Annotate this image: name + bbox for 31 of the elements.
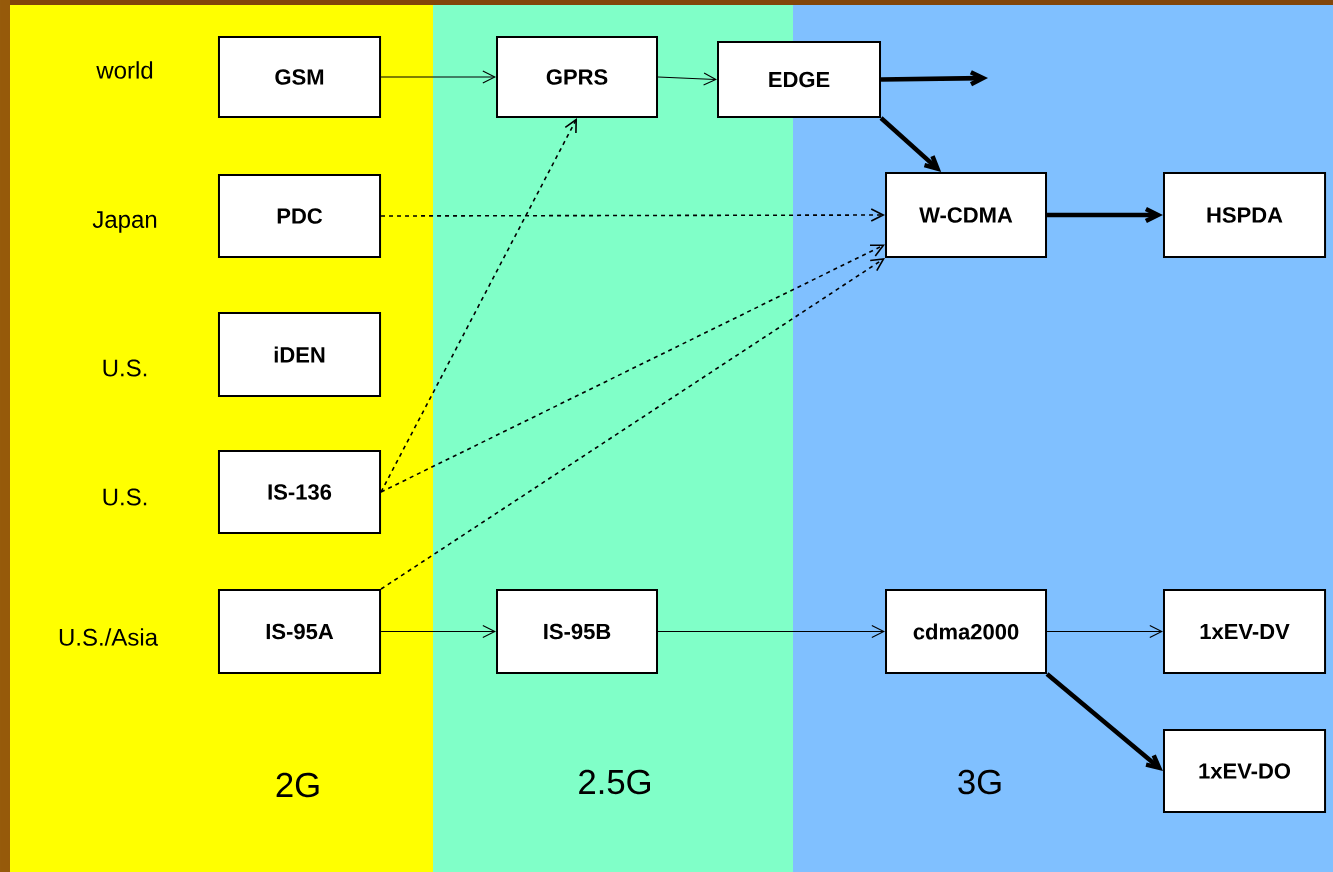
arrow [879,116,942,172]
standard-box: IS-95B [496,589,658,674]
standard-box: 1xEV-DO [1163,729,1327,813]
standard-box: GPRS [496,36,658,118]
arrow [380,244,885,493]
standard-box: EDGE [717,41,881,118]
standard-box: GSM [217,36,382,118]
standard-box: IS-95A [217,589,382,674]
row-label: world [96,61,153,79]
standard-box: iDEN [217,312,382,397]
arrow [880,70,988,87]
standard-box: 1xEV-DV [1163,589,1327,674]
arrow [657,624,885,639]
standard-box: PDC [217,174,382,258]
arrow [380,70,496,84]
arrow [657,72,717,86]
row-label: U.S. [103,359,147,377]
standard-box: cdma2000 [885,589,1047,674]
row-label: U.S./Asia [59,628,158,646]
arrow [380,118,577,493]
arrow [1046,624,1163,639]
standard-box: IS-136 [217,450,382,534]
row-label: Japan [92,211,157,233]
arrow [380,208,885,222]
row-label: U.S. [103,488,147,506]
arrow [380,624,496,639]
standard-box: W-CDMA [885,172,1047,258]
standard-box: HSPDA [1163,172,1327,258]
arrow [380,258,885,590]
arrow [1045,672,1163,771]
arrow [1047,206,1163,224]
